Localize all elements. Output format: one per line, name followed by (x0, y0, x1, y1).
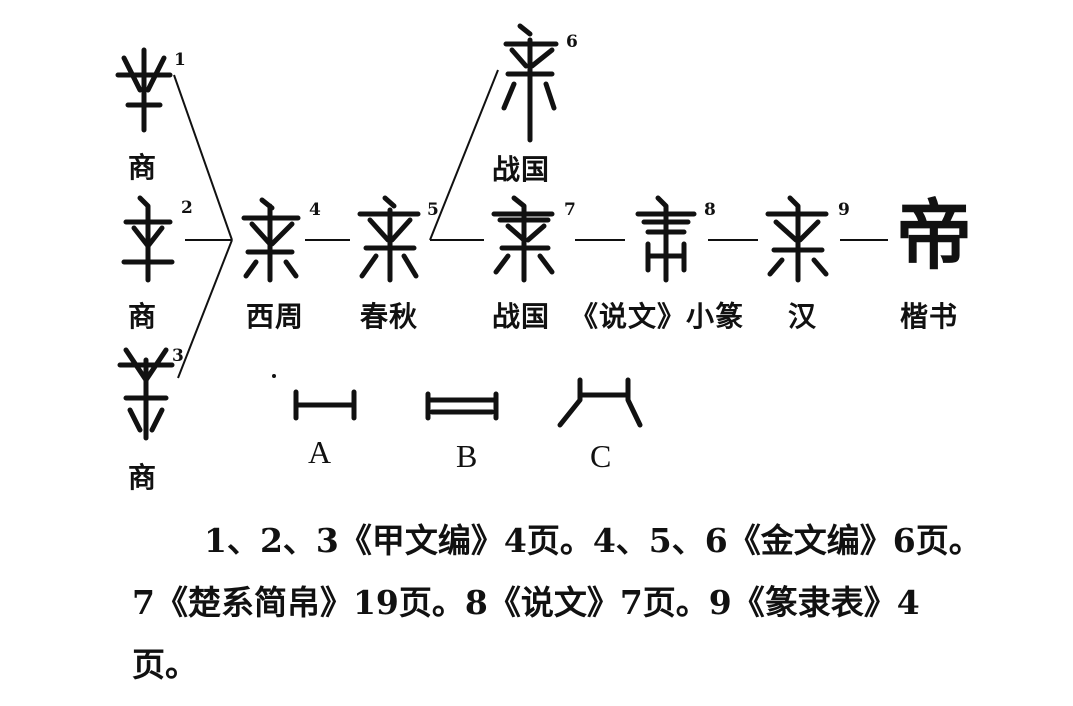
glyph-5 (357, 195, 421, 283)
source-paragraph: 1、2、3《甲文编》4页。4、5、6《金文编》6页。7《楚系简帛》19页。8《说… (132, 510, 982, 696)
glyph-8 (635, 195, 697, 283)
glyph-4 (241, 197, 301, 283)
caption-2: 商 (128, 300, 158, 333)
caption-5: 春秋 (360, 300, 419, 333)
number-9: 9 (838, 200, 850, 220)
label-c: C (590, 438, 612, 474)
glyph-final: 帝 (896, 191, 972, 280)
number-8: 8 (704, 200, 716, 220)
shape-a (293, 389, 357, 421)
caption-9: 汉 (788, 300, 818, 333)
shape-b (425, 391, 499, 421)
glyph-3 (117, 347, 175, 441)
shape-c (557, 377, 643, 428)
caption-7: 战国 (492, 300, 551, 333)
number-6: 6 (566, 32, 578, 52)
source-text: 1、2、3《甲文编》4页。4、5、6《金文编》6页。7《楚系简帛》19页。8《说… (132, 521, 982, 684)
number-3: 3 (172, 346, 184, 366)
number-2: 2 (181, 198, 193, 218)
caption-3: 商 (128, 461, 158, 494)
label-b: B (456, 438, 478, 474)
glyph-2 (121, 195, 175, 283)
glyph-6 (501, 23, 559, 143)
number-7: 7 (564, 200, 576, 220)
caption-10: 楷书 (900, 300, 959, 333)
caption-4: 西周 (246, 300, 305, 333)
glyph-9 (765, 195, 829, 283)
number-1: 1 (174, 50, 186, 70)
label-a: A (308, 434, 332, 470)
glyph-1 (115, 47, 173, 133)
glyph-7 (491, 195, 555, 283)
number-5: 5 (427, 200, 439, 220)
caption-6: 战国 (492, 153, 551, 186)
caption-1: 商 (128, 151, 158, 184)
caption-8: 《说文》小篆 (570, 300, 745, 333)
number-4: 4 (309, 200, 321, 220)
